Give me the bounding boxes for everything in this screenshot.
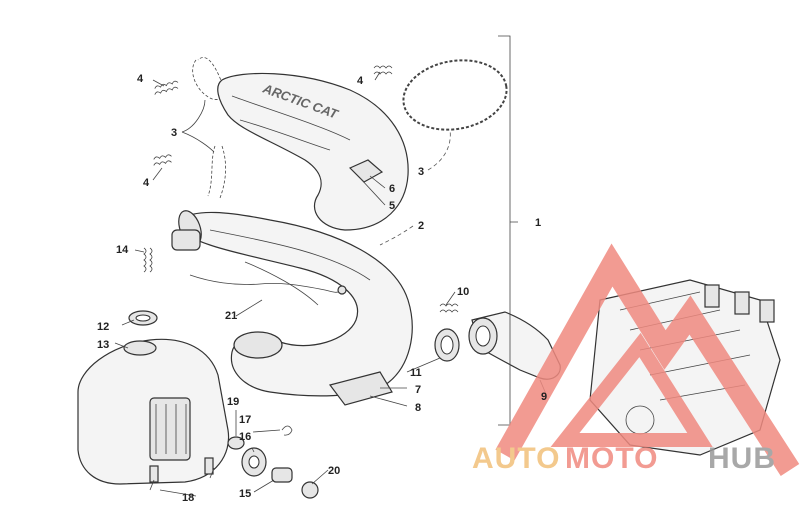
strap-mid-left <box>207 145 226 199</box>
callout-18: 18 <box>182 492 194 504</box>
callout-15: 15 <box>239 488 251 500</box>
callout-4a: 4 <box>137 73 144 85</box>
callout-6: 6 <box>389 183 395 195</box>
clip-17 <box>281 425 293 436</box>
group-bracket-1 <box>498 35 518 426</box>
silencer <box>77 338 230 485</box>
bracket <box>328 371 393 406</box>
watermark-text-hub: HUB <box>708 442 776 475</box>
callout-4c: 4 <box>357 75 364 87</box>
callout-16: 16 <box>239 431 251 443</box>
callout-21: 21 <box>225 310 237 322</box>
watermark-text-moto: MOTO <box>565 442 658 475</box>
washer-19 <box>227 436 245 450</box>
callout-10: 10 <box>457 286 469 298</box>
studs-18 <box>149 467 215 491</box>
callout-11: 11 <box>410 367 422 379</box>
callout-3b: 3 <box>418 166 424 178</box>
strap-top-left <box>192 57 224 100</box>
callout-4b: 4 <box>143 177 150 189</box>
sensor-cable <box>189 274 343 293</box>
gasket-12-inner <box>135 314 151 322</box>
callout-2: 2 <box>418 220 424 232</box>
spring-10 <box>439 303 459 313</box>
heat-shield: ARCTIC CAT <box>217 72 409 231</box>
exhaust-pipe <box>171 210 413 397</box>
strap-ring-right <box>402 59 508 131</box>
callout-17: 17 <box>239 414 251 426</box>
callout-8: 8 <box>415 402 421 414</box>
callout-14: 14 <box>116 244 129 256</box>
callout-3a: 3 <box>171 127 177 139</box>
exhaust-manifold <box>468 311 561 380</box>
callout-5: 5 <box>389 200 395 212</box>
spring-14 <box>143 247 153 273</box>
callout-1: 1 <box>535 217 541 229</box>
callout-7: 7 <box>415 384 421 396</box>
spring-top-right <box>373 65 393 75</box>
callout-20: 20 <box>328 465 340 477</box>
bolt-20 <box>301 481 319 499</box>
grommet-16 <box>241 447 267 477</box>
watermark-triangle-inner <box>550 332 713 447</box>
callout-19: 19 <box>227 396 239 408</box>
callout-labels: 1 2 3 3 4 4 4 5 6 7 8 9 10 11 12 13 14 1… <box>97 73 547 504</box>
watermark-triangle-outer <box>495 243 800 476</box>
callout-9: 9 <box>541 391 547 403</box>
watermark-logo: AUTO MOTO HUB <box>472 243 800 476</box>
spring-mid-left <box>153 154 172 166</box>
spring-top-left <box>154 80 179 95</box>
leader-lines <box>114 71 547 497</box>
callout-12: 12 <box>97 321 109 333</box>
callout-13: 13 <box>97 339 109 351</box>
watermark-text-auto: AUTO <box>472 442 560 475</box>
bushing-15 <box>271 467 293 483</box>
